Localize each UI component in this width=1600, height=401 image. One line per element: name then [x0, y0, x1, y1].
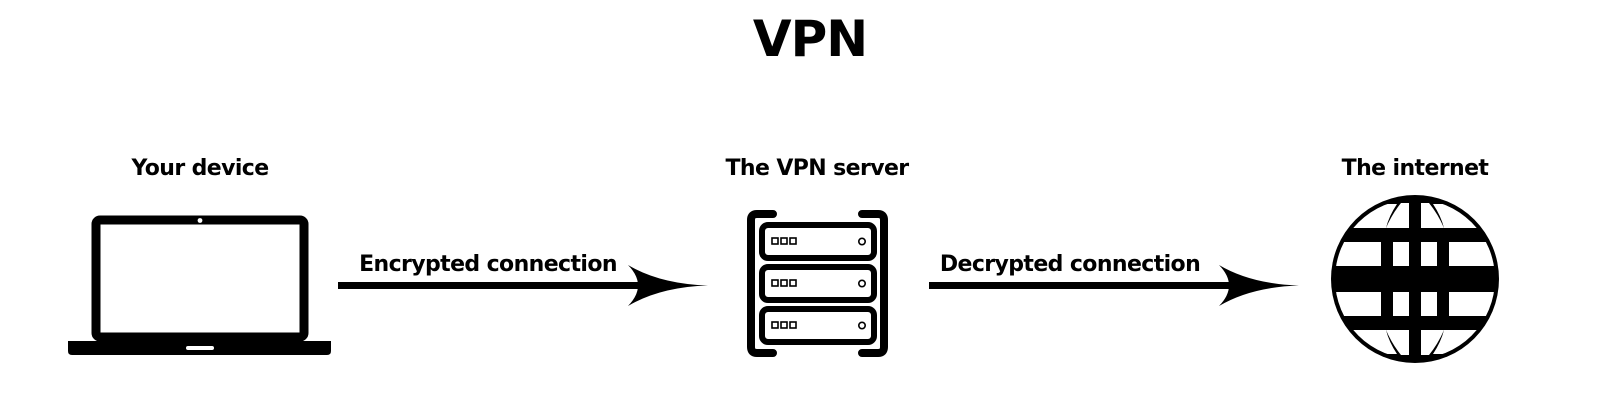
server-rack-icon: [747, 210, 888, 357]
node-label-your-device: Your device: [131, 156, 269, 181]
globe-icon: [1331, 195, 1499, 363]
node-label-vpn-server: The VPN server: [725, 156, 909, 181]
decrypted-arrow: [929, 265, 1299, 306]
encrypted-arrow: [338, 265, 708, 306]
node-label-internet: The internet: [1341, 156, 1489, 181]
edge-label-encrypted: Encrypted connection: [359, 252, 617, 277]
laptop-icon: [68, 215, 331, 355]
diagram-title: VPN: [752, 10, 868, 68]
edge-label-decrypted: Decrypted connection: [939, 252, 1201, 277]
